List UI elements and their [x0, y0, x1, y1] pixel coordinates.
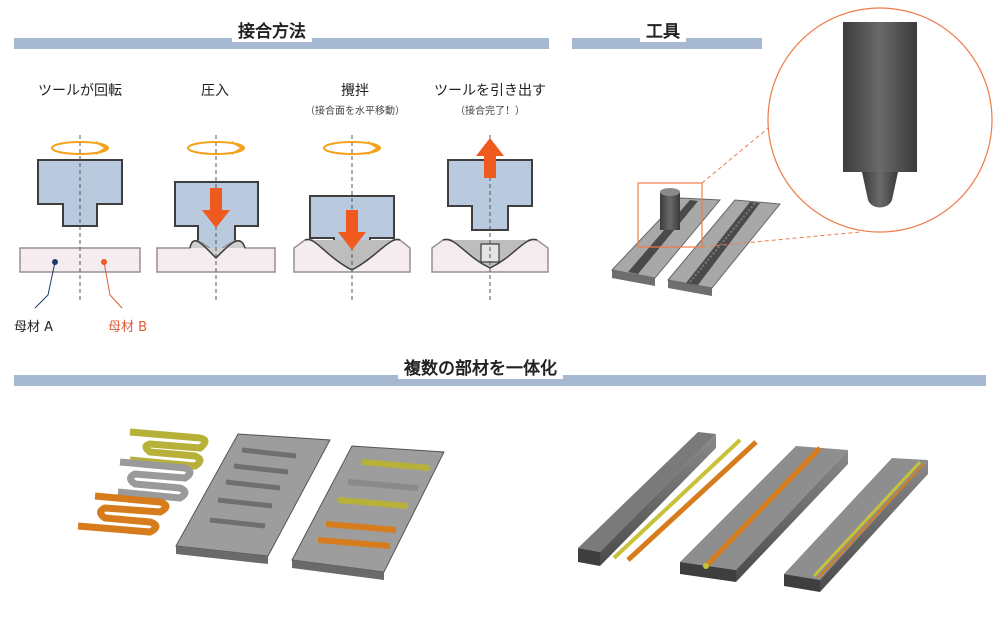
leader-b: [103, 261, 123, 309]
section-title-joining: 接合方法: [232, 22, 312, 42]
step-label-stir: 攪拌: [341, 83, 369, 99]
rail-parts: [578, 432, 928, 592]
step3-diagram: [293, 135, 411, 300]
step-label-withdraw: ツールを引き出す: [434, 83, 546, 99]
step-label-press: 圧入: [201, 83, 229, 99]
orange-bar: [626, 440, 758, 562]
step1-diagram: [19, 135, 141, 309]
down-arrow-icon: [338, 210, 366, 250]
rotation-arrow-icon: [51, 141, 109, 155]
callout-box: [637, 182, 703, 248]
step-label-rotate: ツールが回転: [38, 83, 122, 99]
tool-probe: [862, 172, 898, 208]
down-arrow-icon: [202, 188, 230, 228]
section-bar-tool: [572, 38, 762, 49]
up-arrow-icon: [476, 138, 504, 178]
rail-3: [784, 458, 928, 580]
material-a-label: 母材 A: [14, 320, 54, 335]
section-title-tool: 工具: [640, 22, 686, 42]
rail-1: [578, 432, 716, 552]
section-title-multi: 複数の部材を一体化: [398, 359, 563, 379]
rotation-arrow-icon: [187, 141, 245, 155]
leader-a: [34, 261, 56, 309]
yellow-rod: [612, 438, 742, 560]
s-shaped-parts: [77, 428, 445, 580]
step2-diagram: [156, 135, 276, 300]
tool-figure: [611, 7, 993, 296]
material-b-label: 母材 B: [108, 320, 148, 335]
step-sub-stir: （接合面を水平移動）: [305, 106, 405, 117]
step-sub-withdraw: （接合完了！）: [455, 106, 525, 117]
tool-body: [660, 192, 680, 230]
section-bar-joining: [14, 38, 549, 49]
yellow-s-part: [129, 428, 209, 470]
tool-shoulder: [843, 22, 917, 172]
gray-s-part: [117, 458, 194, 502]
plate: [19, 247, 141, 273]
section-bar-multi: [14, 375, 986, 386]
orange-s-part: [77, 492, 170, 536]
rotation-arrow-icon: [323, 141, 381, 155]
step4-diagram: [431, 135, 549, 300]
